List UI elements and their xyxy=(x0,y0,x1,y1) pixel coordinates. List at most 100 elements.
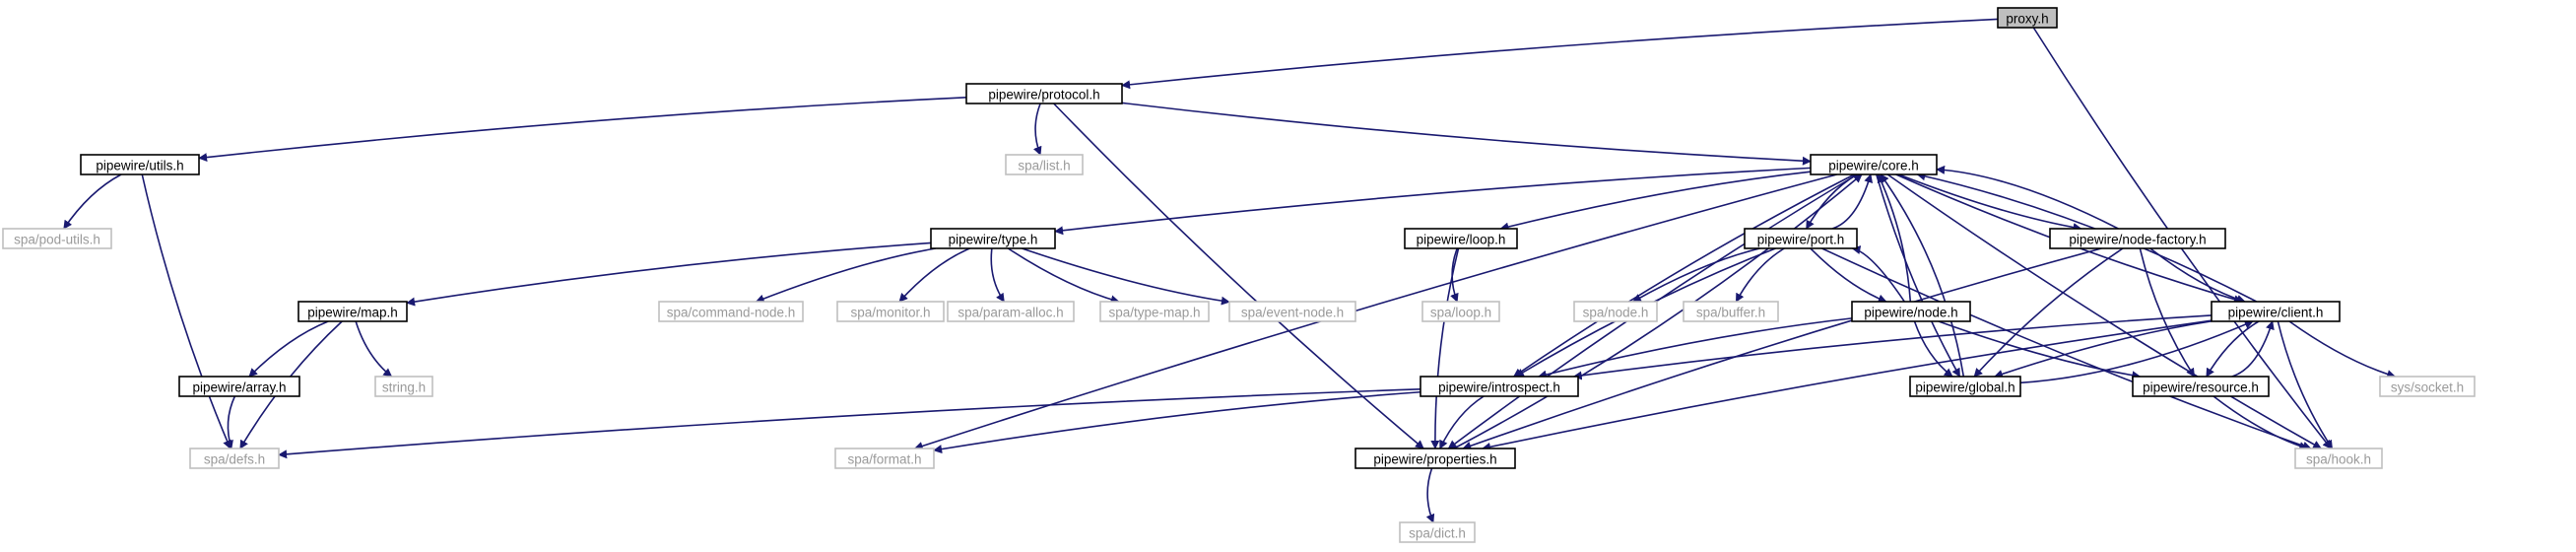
node-box-introspect xyxy=(1420,376,1579,397)
edge-port-to-spa_node xyxy=(1631,247,1760,303)
node-box-spa_loop xyxy=(1421,301,1500,322)
node-type[interactable]: pipewire/type.h xyxy=(930,228,1056,249)
node-monitor: spa/monitor.h xyxy=(836,301,945,322)
node-protocol[interactable]: pipewire/protocol.h xyxy=(965,83,1123,104)
edge-core-to-global xyxy=(1876,173,1961,378)
node-client[interactable]: pipewire/client.h xyxy=(2211,301,2341,322)
node-string: string.h xyxy=(374,376,433,397)
edge-introspect-to-properties xyxy=(1439,395,1485,449)
edge-type-to-type_map xyxy=(1007,247,1120,305)
edge-node-to-global xyxy=(1913,320,1953,378)
edge-protocol-to-properties xyxy=(1053,103,1424,449)
node-box-param_alloc xyxy=(947,301,1075,322)
node-label-utils: pipewire/utils.h xyxy=(96,159,183,173)
node-box-proxy xyxy=(1997,7,2058,29)
edge-node_factory-to-properties xyxy=(1462,247,2102,450)
node-box-spa_node xyxy=(1573,301,1658,322)
node-label-resource: pipewire/resource.h xyxy=(2143,380,2259,395)
node-label-node: pipewire/node.h xyxy=(1864,306,1957,320)
edge-client-to-global xyxy=(1994,320,2213,379)
edge-node-to-introspect xyxy=(1538,317,1853,380)
node-box-defs xyxy=(189,448,280,469)
edge-core-to-node_factory xyxy=(1898,173,2082,233)
node-dict: spa/dict.h xyxy=(1399,521,1476,543)
edge-proxy-to-protocol xyxy=(1121,18,1999,90)
edge-type-to-event_node xyxy=(1022,247,1230,306)
node-properties[interactable]: pipewire/properties.h xyxy=(1354,448,1516,469)
node-box-socket xyxy=(2379,376,2476,397)
node-resource[interactable]: pipewire/resource.h xyxy=(2132,376,2270,397)
edge-utils-to-defs xyxy=(141,173,231,449)
edge-type-to-cmd_node xyxy=(755,247,936,304)
node-box-properties xyxy=(1354,448,1516,469)
edge-core-to-type xyxy=(1054,167,1812,236)
node-box-pod_utils xyxy=(2,228,112,249)
node-utils[interactable]: pipewire/utils.h xyxy=(80,154,200,175)
node-box-spa_list xyxy=(1005,154,1084,175)
node-format: spa/format.h xyxy=(834,448,935,469)
edge-properties-to-core xyxy=(1453,173,1863,449)
node-label-type: pipewire/type.h xyxy=(949,233,1038,247)
edge-resource-to-client xyxy=(2231,320,2275,378)
node-label-format: spa/format.h xyxy=(847,452,921,467)
edge-client-to-properties xyxy=(1482,319,2213,451)
edge-node_factory-to-global xyxy=(1973,247,2124,378)
edge-node_factory-to-core xyxy=(1936,165,2119,230)
edge-type-to-map xyxy=(406,242,932,307)
node-loop[interactable]: pipewire/loop.h xyxy=(1404,228,1518,249)
node-global[interactable]: pipewire/global.h xyxy=(1909,376,2021,397)
node-introspect[interactable]: pipewire/introspect.h xyxy=(1420,376,1579,397)
node-array[interactable]: pipewire/array.h xyxy=(178,376,300,397)
edge-protocol-to-utils xyxy=(198,96,967,163)
node-core[interactable]: pipewire/core.h xyxy=(1810,154,1938,175)
node-label-loop: pipewire/loop.h xyxy=(1417,233,1506,247)
node-label-defs: spa/defs.h xyxy=(204,452,265,467)
edge-node_factory-to-client xyxy=(2149,247,2246,304)
node-cmd_node: spa/command-node.h xyxy=(658,301,804,322)
edge-introspect-to-format xyxy=(933,390,1421,454)
edge-protocol-to-core xyxy=(1121,102,1812,166)
node-label-core: pipewire/core.h xyxy=(1828,159,1919,173)
node-label-properties: pipewire/properties.h xyxy=(1373,452,1496,467)
node-box-client xyxy=(2211,301,2341,322)
edge-port-to-node xyxy=(1810,247,1887,304)
node-label-pod_utils: spa/pod-utils.h xyxy=(14,233,100,247)
node-label-protocol: pipewire/protocol.h xyxy=(988,88,1099,103)
node-port[interactable]: pipewire/port.h xyxy=(1744,228,1858,249)
node-box-core xyxy=(1810,154,1938,175)
node-box-cmd_node xyxy=(658,301,804,322)
node-node_factory[interactable]: pipewire/node-factory.h xyxy=(2049,228,2226,249)
edge-node-to-port xyxy=(1851,245,1905,303)
node-label-socket: sys/socket.h xyxy=(2391,380,2464,395)
node-socket: sys/socket.h xyxy=(2379,376,2476,397)
node-label-proxy: proxy.h xyxy=(2006,12,2048,27)
edge-properties-to-dict xyxy=(1425,467,1435,523)
edge-introspect-to-defs xyxy=(278,388,1421,459)
node-label-param_alloc: spa/param-alloc.h xyxy=(958,306,1063,320)
node-param_alloc: spa/param-alloc.h xyxy=(947,301,1075,322)
node-box-resource xyxy=(2132,376,2270,397)
node-box-node_factory xyxy=(2049,228,2226,249)
node-label-global: pipewire/global.h xyxy=(1915,380,2015,395)
node-box-format xyxy=(834,448,935,469)
node-label-client: pipewire/client.h xyxy=(2228,306,2324,320)
node-label-event_node: spa/event-node.h xyxy=(1241,306,1344,320)
node-node[interactable]: pipewire/node.h xyxy=(1851,301,1971,322)
node-label-type_map: spa/type-map.h xyxy=(1108,306,1200,320)
edge-resource-to-hook xyxy=(2213,395,2309,450)
node-proxy[interactable]: proxy.h xyxy=(1997,7,2058,29)
edge-type-to-monitor xyxy=(898,247,970,303)
edge-node-to-core xyxy=(1877,173,1912,303)
node-map[interactable]: pipewire/map.h xyxy=(297,301,408,322)
node-event_node: spa/event-node.h xyxy=(1228,301,1356,322)
edge-port-to-hook xyxy=(1821,247,2312,450)
edge-map-to-string xyxy=(355,320,393,378)
node-box-global xyxy=(1909,376,2021,397)
edge-client-to-introspect xyxy=(1572,314,2213,380)
node-label-array: pipewire/array.h xyxy=(192,380,286,395)
node-box-hook xyxy=(2294,448,2383,469)
node-spa_list: spa/list.h xyxy=(1005,154,1084,175)
node-label-monitor: spa/monitor.h xyxy=(850,306,930,320)
node-label-cmd_node: spa/command-node.h xyxy=(667,306,796,320)
